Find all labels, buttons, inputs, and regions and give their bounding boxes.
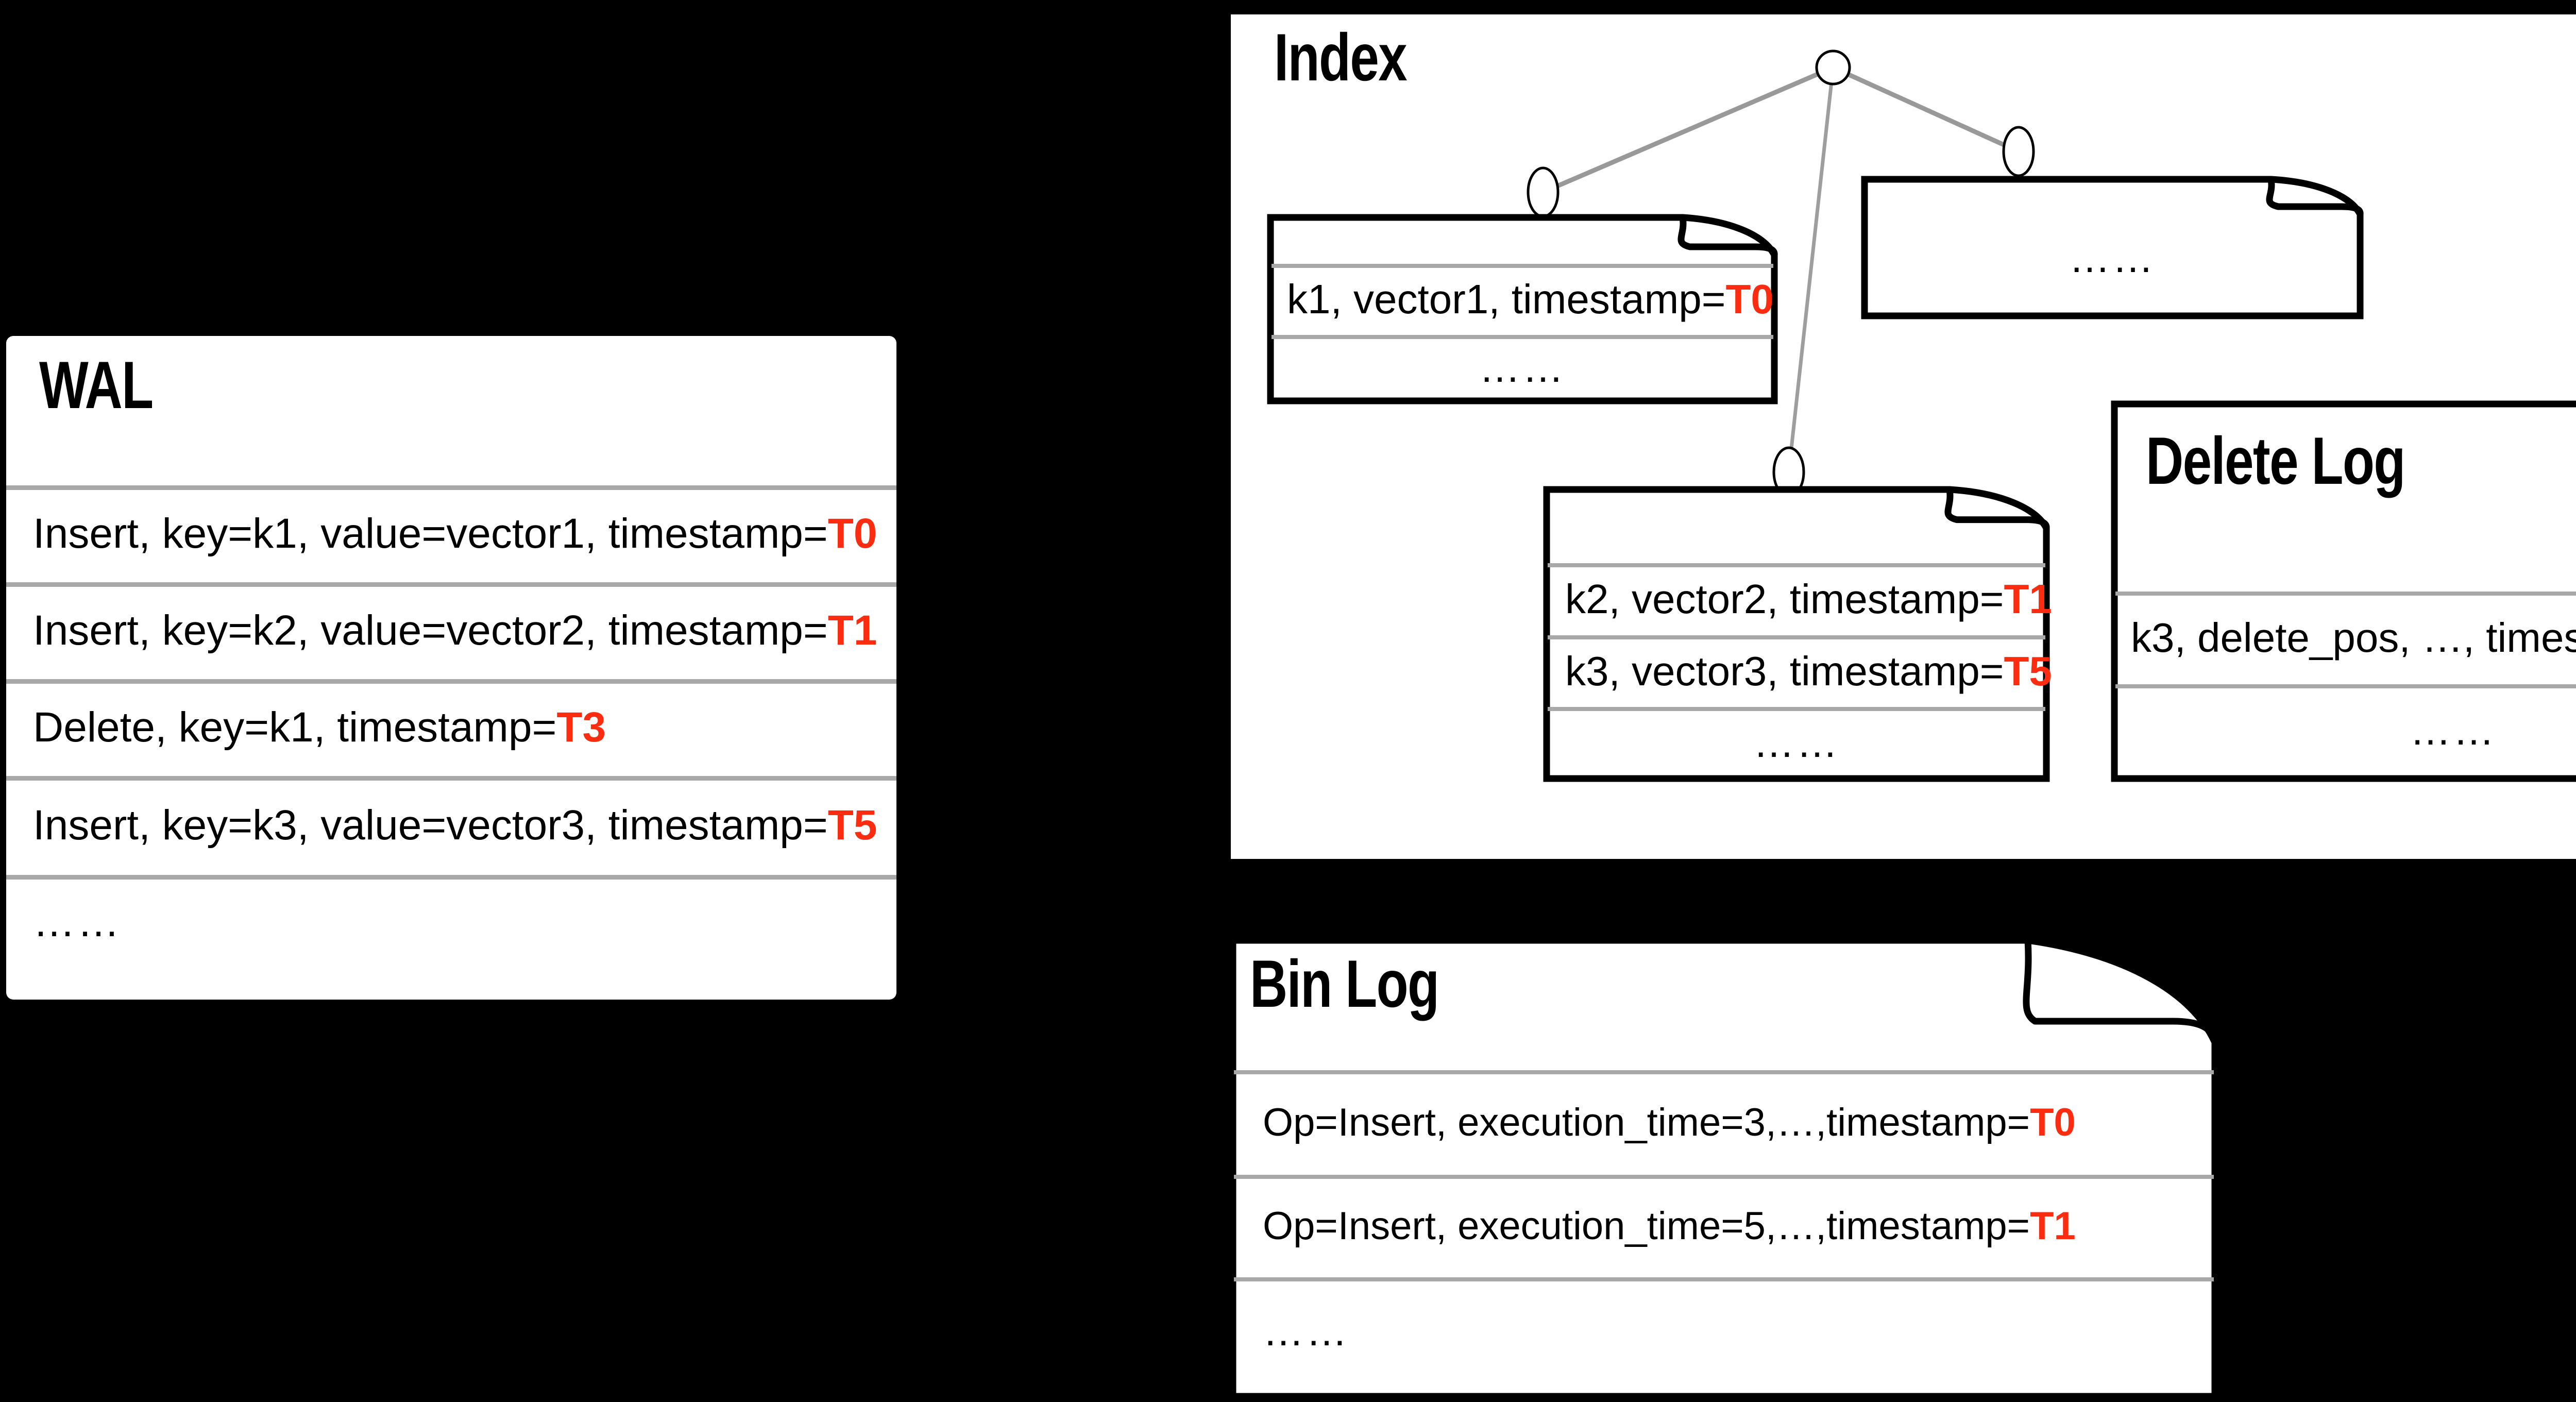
segment-row-timestamp: T1: [2004, 576, 2052, 622]
bin-log-divider: [1234, 1277, 2214, 1281]
segment-more-text: ……: [1753, 719, 1840, 766]
segment-divider: [1548, 635, 2045, 639]
index-segment-doc-middle: k2, vector2, timestamp=T1 k3, vector3, t…: [1543, 486, 2052, 782]
segment-row: k1, vector1, timestamp=T0: [1272, 264, 1774, 335]
wal-more-text: ……: [33, 899, 122, 945]
delete-log-divider: [2115, 592, 2576, 596]
wal-more-row: ……: [6, 875, 896, 970]
wal-divider: [6, 875, 896, 880]
segment-row-timestamp: T0: [1725, 276, 1774, 322]
segment-more-row: ……: [1866, 207, 2359, 310]
bin-log-doc: Bin Log Op=Insert, execution_time=3,…,ti…: [1229, 937, 2218, 1400]
bin-log-more-text: ……: [1263, 1308, 1349, 1354]
delete-log-row-text: k3, delete_pos, …, timestamp=: [2131, 615, 2576, 661]
bin-log-divider: [1234, 1175, 2214, 1179]
delete-log-row: k3, delete_pos, …, timestamp=T3: [2115, 592, 2576, 684]
bin-log-row-timestamp: T1: [2030, 1204, 2076, 1248]
wal-divider: [6, 679, 896, 684]
segment-more-row: ……: [1548, 707, 2045, 779]
bin-log-more-row: ……: [1234, 1277, 2214, 1386]
bin-log-row-timestamp: T0: [2030, 1100, 2076, 1144]
segment-row-text: k2, vector2, timestamp=: [1565, 576, 2004, 622]
segment-row: k3, vector3, timestamp=T5: [1548, 635, 2052, 707]
delete-log-title: Delete Log: [2146, 423, 2405, 498]
bin-log-row: Op=Insert, execution_time=3,…,timestamp=…: [1234, 1070, 2214, 1175]
wal-row-text: Delete, key=k1, timestamp=: [33, 704, 557, 751]
wal-row: Insert, key=k2, value=vector2, timestamp…: [6, 582, 896, 679]
wal-row-timestamp: T5: [827, 802, 877, 849]
bin-log-row: Op=Insert, execution_time=5,…,timestamp=…: [1234, 1175, 2214, 1277]
delete-log-more-text: ……: [2410, 707, 2497, 753]
segment-divider: [1272, 264, 1773, 268]
delete-log-more-row: ……: [2115, 684, 2576, 777]
wal-divider: [6, 776, 896, 781]
page-curl-outline: [1861, 176, 2364, 319]
bin-log-row-text: Op=Insert, execution_time=3,…,timestamp=: [1263, 1100, 2030, 1144]
segment-more-text: ……: [1479, 345, 1566, 391]
segment-more-text: ……: [2069, 235, 2156, 281]
wal-row-text: Insert, key=k1, value=vector1, timestamp…: [33, 510, 828, 557]
wal-divider: [6, 485, 896, 490]
delete-log-doc: Delete Log k3, delete_pos, …, timestamp=…: [2111, 400, 2576, 782]
wal-row-timestamp: T3: [556, 704, 606, 751]
segment-divider: [1548, 707, 2045, 711]
segment-row-timestamp: T5: [2004, 648, 2052, 694]
index-title: Index: [1274, 20, 1408, 95]
page-curl-outline: [1267, 214, 1778, 404]
wal-row: Insert, key=k3, value=vector3, timestamp…: [6, 776, 896, 875]
index-segment-doc-left: k1, vector1, timestamp=T0 ……: [1267, 214, 1778, 404]
segment-row-text: k3, vector3, timestamp=: [1565, 648, 2004, 694]
wal-row: Insert, key=k1, value=vector1, timestamp…: [6, 485, 896, 582]
segment-row: k2, vector2, timestamp=T1: [1548, 563, 2052, 635]
segment-divider: [1548, 563, 2045, 567]
wal-row-timestamp: T1: [827, 607, 877, 654]
page-curl-outline: [1229, 937, 2218, 1400]
wal-row-text: Insert, key=k3, value=vector3, timestamp…: [33, 802, 828, 849]
segment-more-row: ……: [1272, 335, 1773, 401]
wal-panel: WAL Insert, key=k1, value=vector1, times…: [6, 336, 896, 1000]
wal-divider: [6, 582, 896, 587]
segment-row-text: k1, vector1, timestamp=: [1287, 276, 1726, 322]
delete-log-divider: [2115, 684, 2576, 688]
page-curl-outline: [1543, 486, 2050, 782]
wal-row-timestamp: T0: [827, 510, 877, 557]
segment-divider: [1272, 335, 1773, 339]
wal-row: Delete, key=k1, timestamp=T3: [6, 679, 896, 776]
index-segment-doc-right: ……: [1861, 176, 2364, 319]
bin-log-divider: [1234, 1070, 2214, 1074]
bin-log-title: Bin Log: [1250, 946, 1439, 1021]
bin-log-row-text: Op=Insert, execution_time=5,…,timestamp=: [1263, 1204, 2030, 1248]
wal-row-text: Insert, key=k2, value=vector2, timestamp…: [33, 607, 828, 654]
wal-title: WAL: [39, 347, 154, 423]
